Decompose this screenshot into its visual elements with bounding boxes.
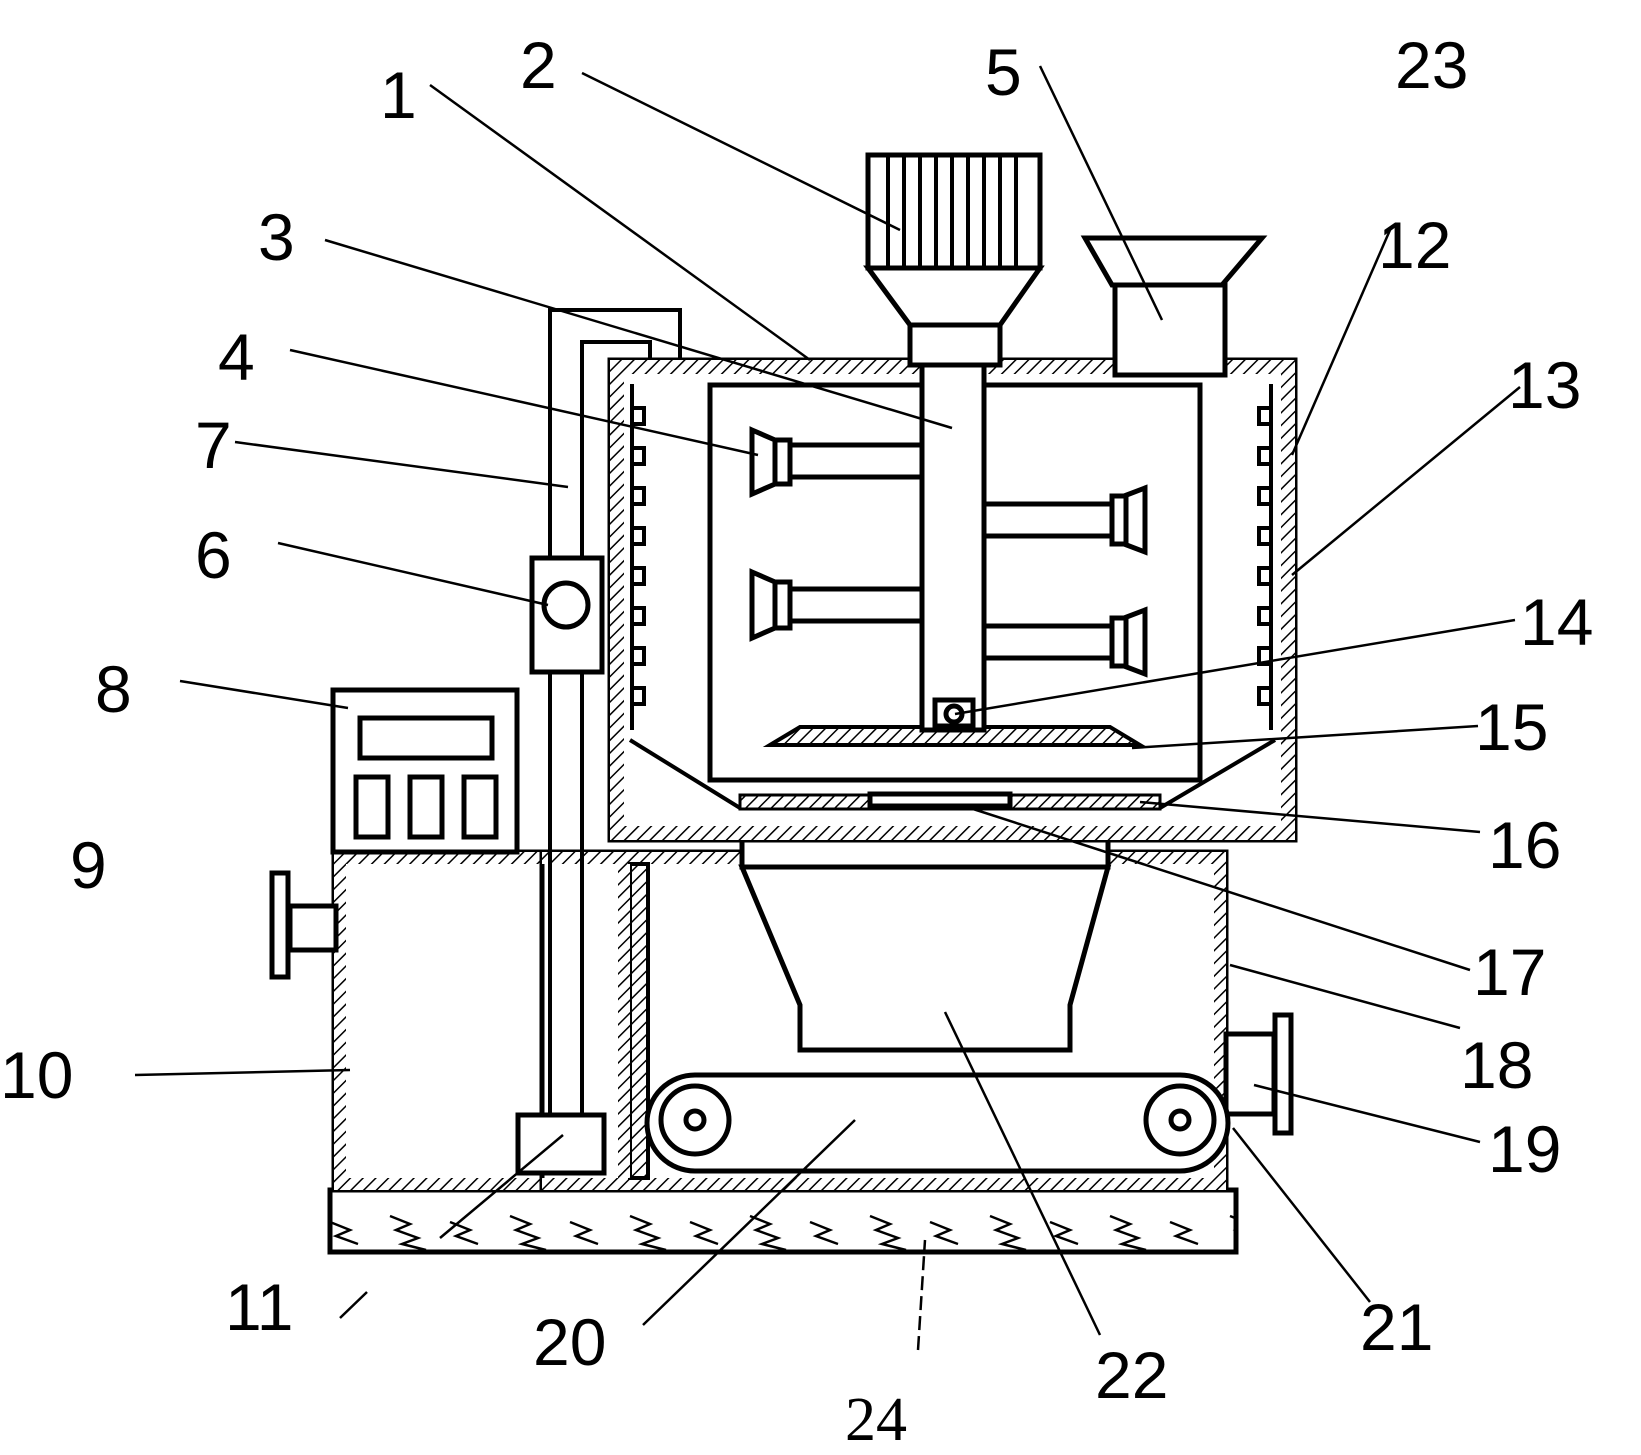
label-23: 23: [1395, 28, 1468, 102]
label-2: 2: [520, 28, 557, 102]
inlet-valve: [269, 870, 339, 980]
label-18: 18: [1460, 1028, 1533, 1102]
cleaning-brushes: [749, 426, 1148, 678]
spray-nozzles: [630, 384, 1273, 730]
label-11: 11: [225, 1270, 294, 1344]
label-19: 19: [1488, 1112, 1561, 1186]
label-8: 8: [95, 652, 132, 726]
label-16: 16: [1488, 808, 1561, 882]
conveyor-belt: [644, 1072, 1231, 1174]
label-3: 3: [258, 200, 295, 274]
scraper-plate: [762, 725, 1148, 747]
label-10: 10: [0, 1038, 73, 1112]
feed-hopper: [1080, 235, 1268, 378]
water-tank: [331, 849, 545, 1193]
label-14: 14: [1520, 585, 1593, 659]
label-12: 12: [1378, 208, 1451, 282]
label-7: 7: [195, 408, 232, 482]
label-24: 24: [845, 1386, 907, 1454]
label-5: 5: [985, 35, 1022, 109]
label-4: 4: [218, 320, 255, 394]
label-21: 21: [1360, 1290, 1433, 1364]
leader-lines: [134, 65, 1521, 1351]
base-plate: [327, 1187, 1239, 1255]
outlet-valve: [1223, 1012, 1294, 1136]
label-22: 22: [1095, 1338, 1168, 1412]
central-shaft: [919, 362, 987, 733]
label-20: 20: [533, 1305, 606, 1379]
label-1: 1: [380, 58, 417, 132]
label-17: 17: [1473, 935, 1546, 1009]
label-6: 6: [195, 518, 232, 592]
label-15: 15: [1475, 690, 1548, 764]
water-pipe: [515, 308, 682, 1178]
drive-motor: [863, 152, 1045, 368]
label-9: 9: [70, 828, 107, 902]
funnel-bottom: [628, 738, 1277, 811]
control-panel: [330, 687, 520, 855]
part-labels: 1 2 3 4 5 6 7 8 9 10 11 12 13 14 15 16 1…: [0, 28, 1593, 1454]
label-13: 13: [1508, 348, 1581, 422]
